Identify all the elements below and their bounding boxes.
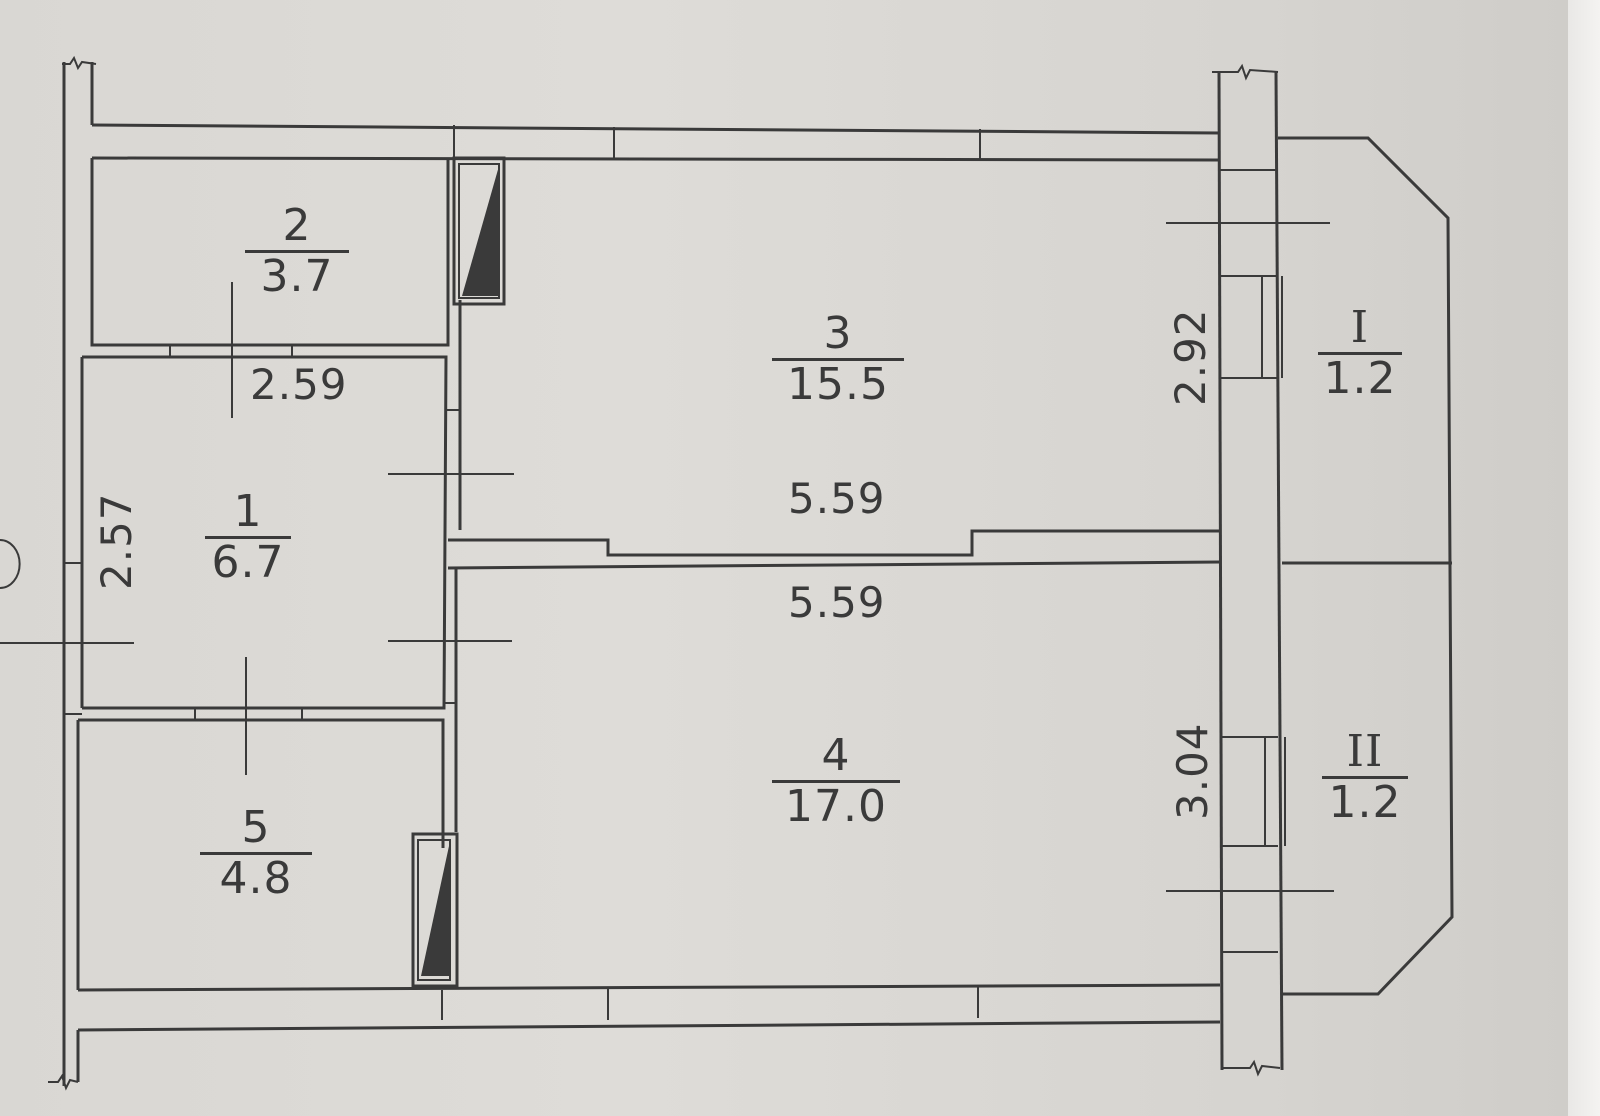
fraction-bar — [200, 852, 312, 855]
dimension-room4-width: 3.04 — [1168, 722, 1217, 820]
room-label-3: 3 15.5 — [772, 312, 904, 407]
room-number: 4 — [821, 730, 851, 781]
room-number: 1 — [233, 486, 263, 537]
room-label-1: 1 6.7 — [205, 490, 291, 585]
fraction-bar — [772, 780, 900, 783]
dimension-room3-length: 5.59 — [788, 474, 886, 523]
shaft-fill-upper — [462, 166, 499, 296]
room-label-5: 5 4.8 — [200, 806, 312, 901]
room-label-loggia-2: II 1.2 — [1322, 730, 1408, 825]
room-number: 3 — [823, 308, 853, 359]
dimension-room4-length: 5.59 — [788, 578, 886, 627]
fraction-bar — [1322, 776, 1408, 779]
room-area: 1.2 — [1323, 353, 1397, 404]
dimension-corridor-width: 2.59 — [250, 360, 348, 409]
page-edge — [1568, 0, 1600, 1116]
room-label-4: 4 17.0 — [772, 734, 900, 829]
room-area: 17.0 — [785, 781, 887, 832]
fraction-bar — [772, 358, 904, 361]
room-number: 2 — [282, 200, 312, 251]
room-area: 6.7 — [211, 537, 285, 588]
shaft-fill-lower — [421, 846, 449, 976]
dimension-room3-width: 2.92 — [1166, 308, 1215, 406]
room-area: 4.8 — [219, 853, 293, 904]
fraction-bar — [245, 250, 349, 253]
room-number: I — [1350, 302, 1370, 353]
room-label-loggia-1: I 1.2 — [1318, 306, 1402, 401]
fraction-bar — [1318, 352, 1402, 355]
room-number: 5 — [241, 802, 271, 853]
dimension-corridor-length: 2.57 — [92, 492, 141, 590]
room-number: II — [1346, 726, 1384, 777]
fraction-bar — [205, 536, 291, 539]
room-area: 1.2 — [1328, 777, 1402, 828]
room-area: 15.5 — [787, 359, 889, 410]
room-label-2: 2 3.7 — [245, 204, 349, 299]
room-area: 3.7 — [260, 251, 334, 302]
